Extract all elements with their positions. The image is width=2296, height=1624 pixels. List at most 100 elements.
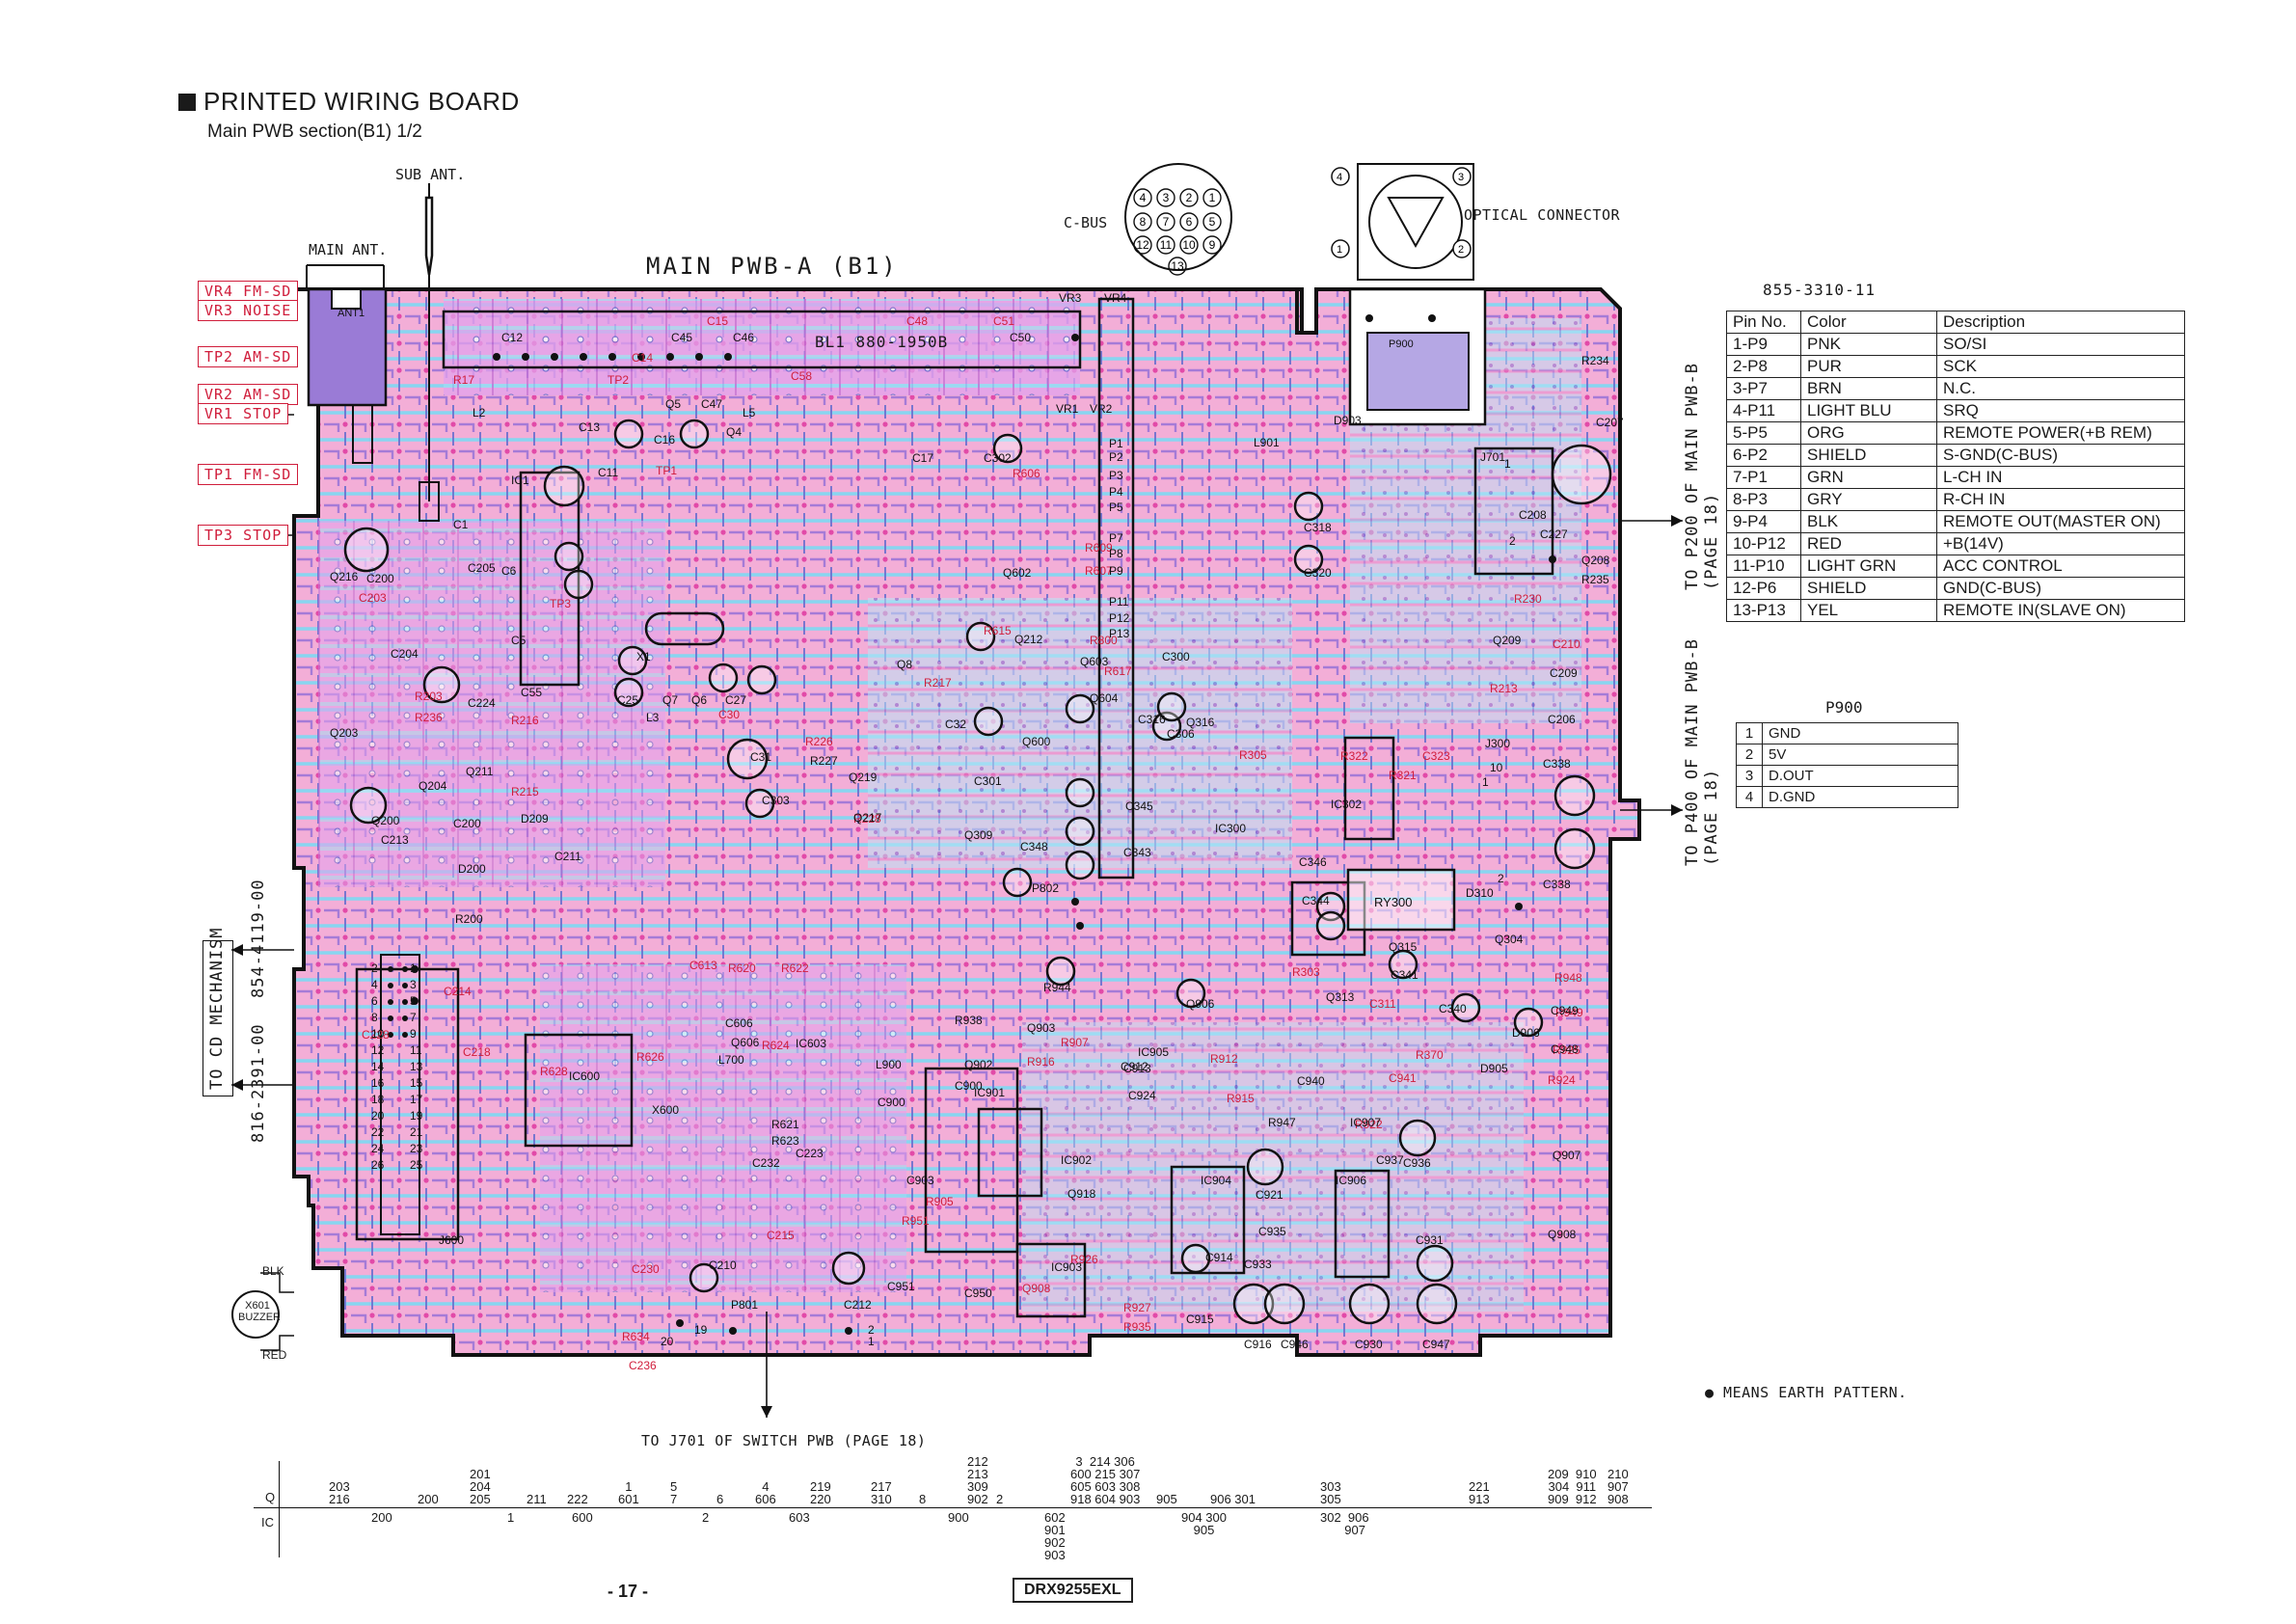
- svg-text:R607: R607: [1085, 564, 1113, 578]
- svg-text:C916: C916: [1244, 1338, 1272, 1351]
- pin-table-cell: SO/SI: [1936, 333, 2185, 356]
- svg-text:C12: C12: [501, 331, 523, 344]
- svg-text:4: 4: [1337, 172, 1342, 183]
- svg-text:10: 10: [1490, 761, 1503, 774]
- svg-text:C306: C306: [1167, 727, 1195, 741]
- pin-table-cell: BLK: [1800, 510, 1937, 533]
- svg-text:R620: R620: [728, 961, 756, 975]
- svg-text:R938: R938: [955, 1014, 983, 1027]
- svg-text:C936: C936: [1403, 1156, 1431, 1170]
- svg-text:TP1: TP1: [656, 464, 677, 477]
- p900-cell: 2: [1736, 744, 1763, 766]
- svg-text:C338: C338: [1543, 757, 1571, 771]
- pin-table-cell: 9-P4: [1726, 510, 1801, 533]
- pin-table-cell: 10-P12: [1726, 532, 1801, 555]
- svg-text:D906: D906: [1512, 1026, 1540, 1040]
- svg-text:R622: R622: [781, 961, 809, 975]
- svg-text:C212: C212: [844, 1298, 872, 1312]
- svg-text:VR2: VR2: [1090, 402, 1113, 416]
- svg-text:Q7: Q7: [662, 693, 678, 707]
- svg-text:R944: R944: [1043, 981, 1071, 994]
- svg-text:IC906: IC906: [1336, 1174, 1366, 1187]
- svg-text:C915: C915: [1186, 1313, 1214, 1326]
- index-ic-entry: 1: [507, 1510, 515, 1525]
- svg-text:IC600: IC600: [569, 1069, 600, 1083]
- svg-text:Q918: Q918: [1067, 1187, 1096, 1201]
- svg-text:C914: C914: [1205, 1251, 1233, 1264]
- pin-table-cell: LIGHT BLU: [1800, 399, 1937, 422]
- side-label: VR2 AM-SD: [198, 384, 299, 405]
- svg-text:P3: P3: [1109, 469, 1123, 482]
- svg-text:P802: P802: [1032, 881, 1059, 895]
- svg-text:C236: C236: [629, 1359, 657, 1372]
- pin-table-cell: 5-P5: [1726, 421, 1801, 445]
- svg-text:C937: C937: [1376, 1153, 1404, 1167]
- svg-text:R228: R228: [853, 812, 881, 826]
- svg-text:C27: C27: [725, 693, 746, 707]
- svg-text:11: 11: [410, 1043, 422, 1057]
- p900-cell: 4: [1736, 786, 1763, 808]
- svg-text:Q8: Q8: [897, 658, 912, 671]
- pin-table-cell: L-CH IN: [1936, 466, 2185, 489]
- pin-table-cell: ACC CONTROL: [1936, 555, 2185, 578]
- svg-text:1: 1: [1504, 457, 1511, 471]
- svg-text:P1: P1: [1109, 437, 1123, 450]
- to-p400-page: (PAGE 18): [1702, 768, 1721, 866]
- svg-text:6: 6: [371, 994, 378, 1008]
- index-q-entry: 8: [919, 1492, 927, 1506]
- svg-text:22: 22: [371, 1125, 385, 1139]
- svg-text:L3: L3: [646, 711, 660, 724]
- svg-text:R626: R626: [636, 1050, 664, 1064]
- svg-text:C210: C210: [1553, 637, 1580, 651]
- svg-text:C303: C303: [762, 794, 790, 807]
- index-q-entry: 4 606: [755, 1479, 776, 1506]
- svg-text:R226: R226: [805, 735, 833, 748]
- index-q-entry: 209 910 304 911 909 912: [1548, 1467, 1597, 1506]
- svg-text:P2: P2: [1109, 450, 1123, 464]
- index-ic-entry: 904 300 905: [1181, 1510, 1227, 1537]
- svg-text:Q315: Q315: [1389, 940, 1418, 954]
- svg-text:R951: R951: [902, 1214, 930, 1228]
- svg-text:C55: C55: [521, 686, 542, 699]
- svg-text:C209: C209: [1550, 666, 1578, 680]
- svg-text:D200: D200: [458, 862, 486, 876]
- svg-text:7: 7: [410, 1011, 417, 1024]
- index-ic-label: IC: [261, 1515, 274, 1529]
- svg-text:R322: R322: [1340, 749, 1368, 763]
- svg-text:6: 6: [1186, 215, 1193, 229]
- svg-text:P7: P7: [1109, 531, 1123, 545]
- svg-text:C6: C6: [501, 564, 517, 578]
- earth-pattern-note: ● MEANS EARTH PATTERN.: [1705, 1384, 1907, 1401]
- svg-text:Q208: Q208: [1581, 554, 1610, 567]
- pin-table-header: Pin No. Color Description: [1726, 311, 2185, 334]
- svg-text:R905: R905: [926, 1195, 954, 1208]
- svg-text:R203: R203: [415, 690, 443, 703]
- svg-text:C930: C930: [1355, 1338, 1383, 1351]
- pin-table-cell: PUR: [1800, 355, 1937, 378]
- svg-text:C205: C205: [468, 561, 496, 575]
- svg-text:L700: L700: [718, 1053, 744, 1067]
- svg-text:C316: C316: [1138, 713, 1166, 726]
- svg-text:2: 2: [1186, 191, 1193, 204]
- pin-table-cell: ORG: [1800, 421, 1937, 445]
- svg-text:C341: C341: [1391, 968, 1418, 982]
- svg-text:IC902: IC902: [1061, 1153, 1092, 1167]
- svg-text:C207: C207: [1596, 416, 1624, 429]
- to-p200-page: (PAGE 18): [1702, 492, 1721, 590]
- svg-text:Q6: Q6: [691, 693, 707, 707]
- pin-table-cell: 4-P11: [1726, 399, 1801, 422]
- index-q-entry: 222: [567, 1492, 588, 1506]
- svg-text:C228: C228: [362, 1028, 390, 1042]
- svg-text:Q200: Q200: [371, 814, 400, 827]
- pin-table-cell: +B(14V): [1936, 532, 2185, 555]
- index-q-entry: 212 213 309 902: [967, 1454, 988, 1506]
- svg-text:IC603: IC603: [796, 1037, 826, 1050]
- pin-table-header-cell: Color: [1800, 311, 1937, 334]
- svg-text:P12: P12: [1109, 611, 1130, 625]
